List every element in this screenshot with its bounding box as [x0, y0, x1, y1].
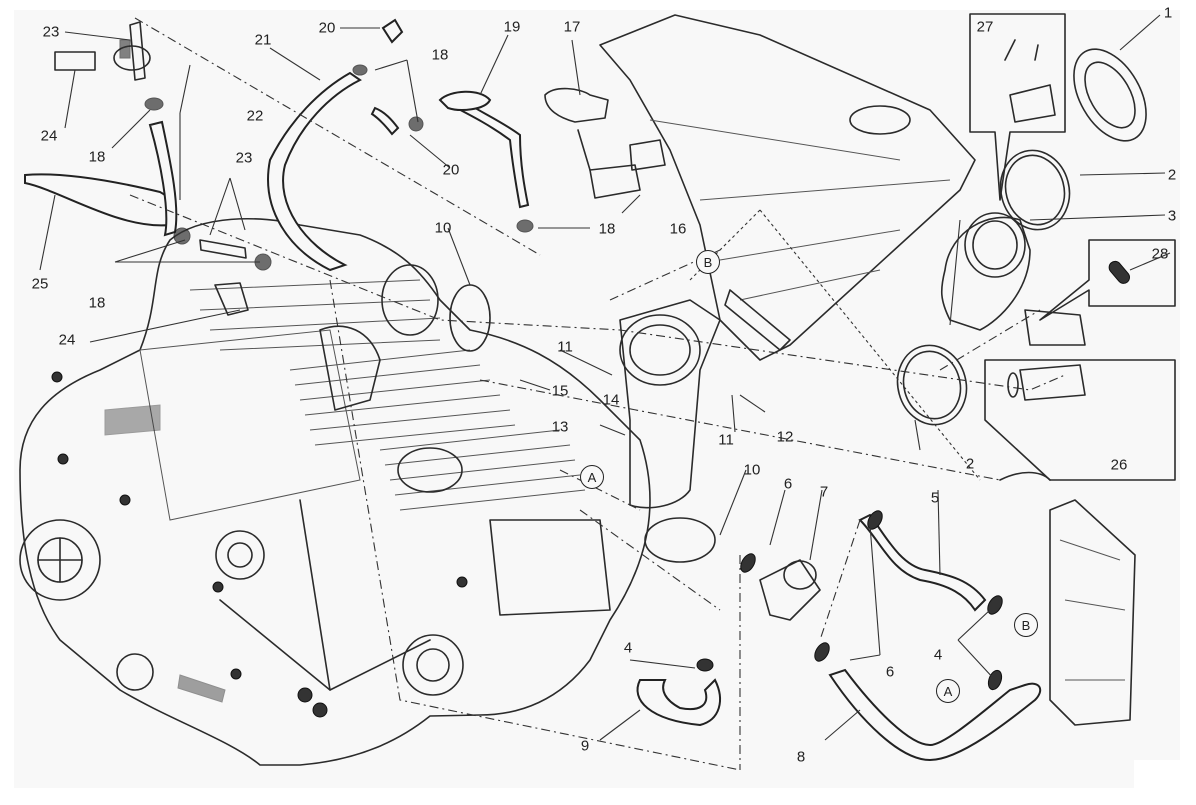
lower-hoses [636, 510, 1042, 762]
callout-22: 22 [246, 107, 264, 125]
callout-10: 10 [434, 219, 452, 237]
callout-9: 9 [580, 737, 590, 755]
breather-hoses [24, 18, 534, 316]
callout-12: 12 [776, 428, 794, 446]
callout-4: 4 [623, 639, 633, 657]
inset-frames [969, 13, 1176, 481]
callout-6: 6 [783, 475, 793, 493]
map-sensor-assembly [544, 87, 666, 199]
assembly-centerlines [129, 17, 1066, 771]
diagram-background-right [1060, 10, 1180, 760]
callout-18: 18 [88, 148, 106, 166]
callout-23: 23 [42, 23, 60, 41]
callout-27: 27 [976, 18, 994, 36]
callout-24: 24 [58, 331, 76, 349]
callout-18: 18 [88, 294, 106, 312]
callout-4: 4 [933, 646, 943, 664]
callout-5: 5 [930, 489, 940, 507]
callout-19: 19 [503, 18, 521, 36]
callout-6: 6 [885, 663, 895, 681]
callout-2: 2 [965, 455, 975, 473]
callout-21: 21 [254, 31, 272, 49]
callout-8: 8 [796, 748, 806, 766]
callout-1: 1 [1163, 4, 1173, 22]
reference-marker-a: A [580, 465, 604, 489]
callout-13: 13 [551, 418, 569, 436]
callout-15: 15 [551, 382, 569, 400]
leader-lines [39, 14, 1171, 741]
diagram-background [14, 10, 1134, 788]
reference-marker-b: B [1014, 613, 1038, 637]
callout-17: 17 [563, 18, 581, 36]
callout-16: 16 [669, 220, 687, 238]
callout-20: 20 [442, 161, 460, 179]
callout-25: 25 [31, 275, 49, 293]
callout-18: 18 [431, 46, 449, 64]
callout-24: 24 [40, 127, 58, 145]
reference-marker-a: A [936, 679, 960, 703]
callout-10: 10 [743, 461, 761, 479]
callout-11: 11 [718, 431, 734, 449]
callout-7: 7 [819, 483, 829, 501]
callout-23: 23 [235, 149, 253, 167]
air-box [599, 14, 976, 361]
callout-11: 11 [557, 338, 573, 356]
callout-18: 18 [598, 220, 616, 238]
callout-14: 14 [602, 391, 620, 409]
callout-26: 26 [1110, 456, 1128, 474]
callout-2: 2 [1167, 166, 1177, 184]
reference-marker-b: B [696, 250, 720, 274]
callout-20: 20 [318, 19, 336, 37]
engine-assembly [19, 217, 651, 766]
callout-28: 28 [1151, 245, 1169, 263]
callout-3: 3 [1167, 207, 1177, 225]
throttle-body-assembly [449, 48, 1147, 726]
